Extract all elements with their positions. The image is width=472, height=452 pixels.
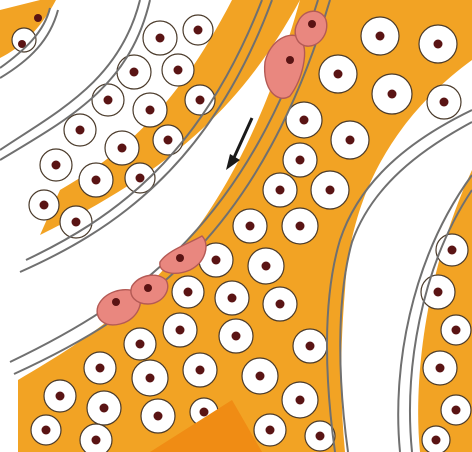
cell-nucleus — [100, 404, 109, 413]
cell-nucleus — [184, 288, 193, 297]
cell-nucleus — [326, 186, 335, 195]
cell-nucleus — [34, 14, 42, 22]
cell-nucleus — [334, 70, 343, 79]
cell-nucleus — [118, 144, 127, 153]
cell-nucleus — [300, 116, 309, 125]
cell-nucleus — [146, 374, 155, 383]
cell-nucleus — [296, 222, 305, 231]
cell-nucleus — [376, 32, 385, 41]
cell-nucleus — [130, 68, 139, 77]
cell-nucleus — [262, 262, 271, 271]
cell-nucleus — [452, 406, 461, 415]
cell-nucleus — [112, 298, 120, 306]
cell-nucleus — [104, 96, 113, 105]
cell-nucleus — [196, 96, 205, 105]
cell-nucleus — [144, 284, 152, 292]
cell-nucleus — [154, 412, 163, 421]
cell-nucleus — [228, 294, 237, 303]
cell-nucleus — [346, 136, 355, 145]
cell-nucleus — [96, 364, 105, 373]
cell-nucleus — [246, 222, 255, 231]
cell-nucleus — [266, 426, 275, 435]
cell-nucleus — [176, 326, 185, 335]
cell-nucleus — [232, 332, 241, 341]
cell-nucleus — [176, 254, 184, 262]
cell-nucleus — [40, 201, 49, 210]
cell-nucleus — [316, 432, 325, 441]
cell-nucleus — [156, 34, 165, 43]
cell-nucleus — [306, 342, 315, 351]
cell-nucleus — [388, 90, 397, 99]
cell-nucleus — [256, 372, 265, 381]
cell-nucleus — [136, 174, 145, 183]
cell-nucleus — [146, 106, 155, 115]
cell-nucleus — [56, 392, 65, 401]
cell-nucleus — [308, 20, 316, 28]
cell-nucleus — [276, 186, 285, 195]
cell-nucleus — [296, 396, 305, 405]
cell-nucleus — [440, 98, 449, 107]
cell-nucleus — [212, 256, 221, 265]
cell-nucleus — [296, 156, 305, 165]
cell-nucleus — [448, 246, 457, 255]
cell-nucleus — [452, 326, 461, 335]
cell-nucleus — [434, 288, 443, 297]
cell-nucleus — [72, 218, 81, 227]
cell-nucleus — [434, 40, 443, 49]
cell-nucleus — [200, 408, 209, 417]
cell-nucleus — [196, 366, 205, 375]
cell-nucleus — [286, 56, 294, 64]
cell-nucleus — [276, 300, 285, 309]
cell-nucleus — [174, 66, 183, 75]
cell-nucleus — [92, 436, 101, 445]
cell-nucleus — [432, 436, 441, 445]
cell-nucleus — [164, 136, 173, 145]
cell-nucleus — [76, 126, 85, 135]
cell-nucleus — [194, 26, 203, 35]
cell-nucleus — [92, 176, 101, 185]
cell-nucleus — [42, 426, 51, 435]
cell-nucleus — [436, 364, 445, 373]
cell-nucleus — [136, 340, 145, 349]
cell-nucleus — [52, 161, 61, 170]
